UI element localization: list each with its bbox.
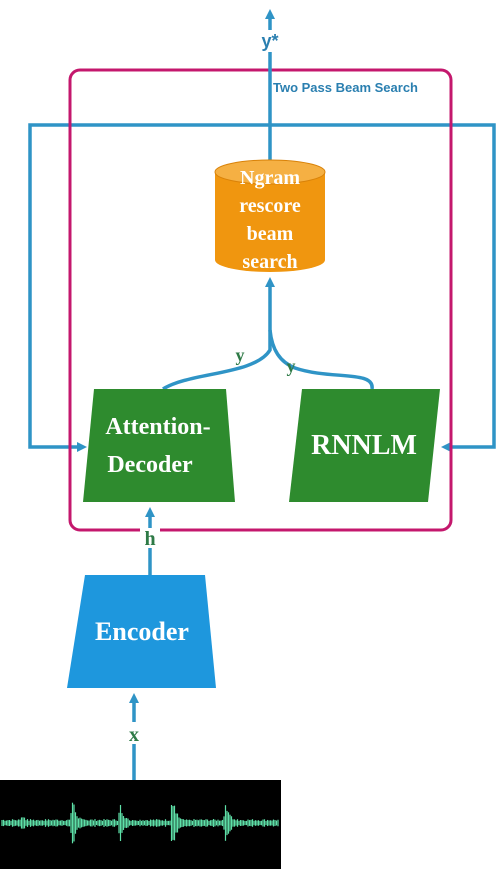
- decoder-label-line2: Decoder: [107, 452, 193, 478]
- ngram-label-line4: search: [242, 251, 297, 273]
- edge-rnnlm-label: y: [287, 356, 296, 376]
- output-label: y*: [261, 31, 278, 51]
- edge-x-label: x: [129, 724, 139, 746]
- edge-rnnlm-to-ngram: [268, 329, 374, 390]
- feedback-loop-right: [270, 123, 496, 452]
- encoder-label: Encoder: [95, 617, 189, 646]
- edge-h-label: h: [144, 528, 155, 550]
- rnnlm-label: RNNLM: [311, 430, 417, 461]
- edge-decoder-to-ngram: [162, 277, 275, 391]
- attention-decoder-block: Attention- Decoder: [83, 389, 235, 502]
- decoder-label-line1: Attention-: [105, 414, 210, 440]
- feedback-loop-left: [28, 123, 270, 452]
- ngram-rescore-cylinder: Ngram rescore beam search: [214, 159, 326, 273]
- ngram-label-line3: beam: [247, 223, 294, 245]
- ngram-label-line1: Ngram: [240, 167, 300, 189]
- edge-decoder-label: y: [236, 345, 245, 365]
- audio-waveform: [0, 780, 281, 869]
- encoder-block: Encoder: [67, 575, 216, 688]
- two-pass-beam-search-box: [68, 68, 453, 532]
- ngram-label-line2: rescore: [239, 195, 301, 217]
- rnnlm-block: RNNLM: [289, 389, 440, 502]
- box-title: Two Pass Beam Search: [273, 80, 418, 95]
